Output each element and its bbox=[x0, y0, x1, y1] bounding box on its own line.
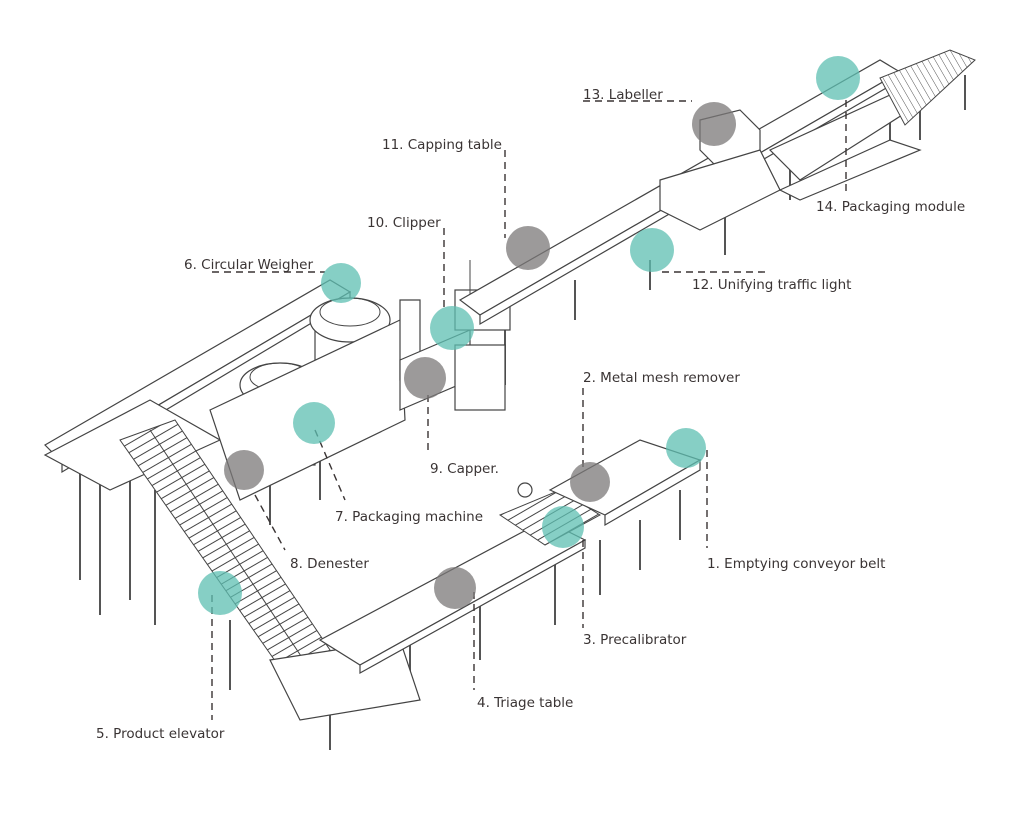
markers bbox=[198, 56, 860, 615]
marker-5-teal[interactable] bbox=[198, 571, 242, 615]
label-capper: 9. Capper. bbox=[430, 461, 499, 477]
marker-8-gray[interactable] bbox=[224, 450, 264, 490]
label-emptying-conveyor-belt: 1. Emptying conveyor belt bbox=[707, 556, 885, 572]
marker-6-teal[interactable] bbox=[321, 263, 361, 303]
roller-conveyor bbox=[879, 49, 976, 126]
label-packaging-machine: 7. Packaging machine bbox=[335, 509, 483, 525]
label-clipper: 10. Clipper bbox=[367, 215, 441, 231]
marker-10-teal[interactable] bbox=[430, 306, 474, 350]
marker-2-gray[interactable] bbox=[570, 462, 610, 502]
label-precalibrator: 3. Precalibrator bbox=[583, 632, 687, 648]
label-circular-weigher: 6. Circular Weigher bbox=[184, 257, 313, 273]
marker-13-gray[interactable] bbox=[692, 102, 736, 146]
marker-12-teal[interactable] bbox=[630, 228, 674, 272]
label-product-elevator: 5. Product elevator bbox=[96, 726, 225, 742]
marker-14-teal[interactable] bbox=[816, 56, 860, 100]
marker-9-gray[interactable] bbox=[404, 357, 446, 399]
leader-lines bbox=[211, 100, 847, 720]
marker-4-gray[interactable] bbox=[434, 567, 476, 609]
label-triage-table: 4. Triage table bbox=[477, 695, 573, 711]
marker-1-teal[interactable] bbox=[666, 428, 706, 468]
label-denester: 8. Denester bbox=[290, 556, 369, 572]
label-capping-table: 11. Capping table bbox=[382, 137, 502, 153]
marker-11-gray[interactable] bbox=[506, 226, 550, 270]
label-metal-mesh-remover: 2. Metal mesh remover bbox=[583, 370, 740, 386]
label-labeller: 13. Labeller bbox=[583, 87, 663, 103]
label-packaging-module: 14. Packaging module bbox=[816, 199, 965, 215]
marker-7-teal[interactable] bbox=[293, 402, 335, 444]
label-unifying-traffic-light: 12. Unifying traffic light bbox=[692, 277, 851, 293]
marker-3-teal[interactable] bbox=[542, 506, 584, 548]
